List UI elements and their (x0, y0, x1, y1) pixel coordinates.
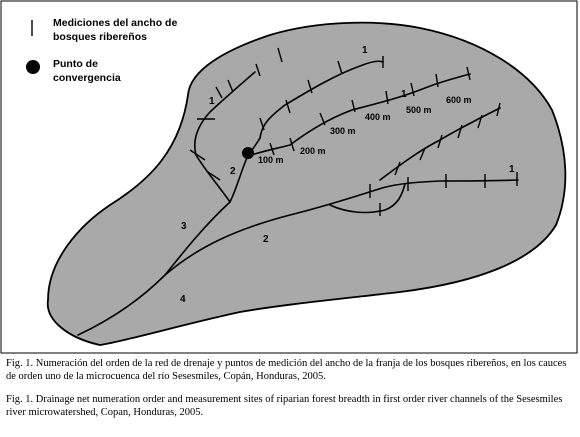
legend-tick-label-line1: Mediciones del ancho de (53, 17, 177, 29)
stream-order-2 (164, 179, 519, 276)
distance-labels: 100 m 200 m 300 m 400 m 500 m 600 m (258, 95, 472, 165)
tick-mark (337, 60, 343, 75)
tick-mark (394, 161, 401, 176)
tick-mark (457, 124, 463, 139)
tick-mark (385, 90, 389, 105)
legend-dot-label-line2: convergencia (53, 72, 121, 84)
tick-mark (351, 99, 356, 113)
legend-dot-symbol (26, 60, 40, 74)
legend-dot-label-line1: Punto de (53, 58, 98, 70)
measurement-ticks (189, 47, 518, 216)
legend-tick-label-line2: bosques ribereños (53, 31, 147, 43)
tick-mark (496, 102, 501, 117)
stream-order-3 (229, 137, 261, 203)
tick-mark (215, 86, 223, 99)
distance-label: 300 m (330, 126, 356, 136)
tick-mark (410, 82, 415, 97)
tick-mark (255, 63, 261, 77)
stream-order-label: 1 (209, 96, 215, 107)
caption-english: Fig. 1. Drainage net numeration order an… (6, 394, 563, 418)
tick-mark (307, 79, 313, 94)
stream-order-label: 3 (181, 221, 187, 232)
stream-order-1-mid (247, 73, 471, 157)
tick-mark (277, 47, 283, 63)
stream-order-label: 2 (263, 234, 269, 245)
figure-caption: Fig. 1. Numeración del orden de la red d… (6, 357, 576, 429)
distance-label: 400 m (365, 112, 391, 122)
tick-mark (319, 112, 326, 126)
stream-order-label: 2 (230, 166, 236, 177)
tick-mark (227, 79, 234, 93)
stream-order-labels: 1 1 1 1 2 3 2 4 (180, 45, 515, 305)
drainage-network (77, 60, 519, 336)
tick-mark (207, 171, 221, 181)
tick-mark (189, 149, 206, 161)
distance-label: 100 m (258, 155, 284, 165)
tick-mark (435, 73, 439, 88)
tick-mark (437, 134, 443, 149)
stream-loop (329, 183, 406, 214)
tick-mark (289, 137, 295, 152)
tick-mark (259, 117, 265, 131)
caption-spanish: Fig. 1. Numeración del orden de la red d… (6, 358, 567, 382)
stream-order-label: 1 (362, 45, 368, 56)
distance-label: 600 m (446, 95, 472, 105)
distance-label: 500 m (406, 105, 432, 115)
tick-mark (269, 142, 275, 156)
stream-order-1-top (259, 60, 384, 139)
distance-label: 200 m (300, 146, 326, 156)
stream-order-label: 1 (509, 164, 515, 175)
tick-mark (477, 114, 483, 129)
tick-mark (285, 99, 291, 114)
convergence-point (242, 147, 254, 159)
tick-mark (466, 66, 471, 81)
legend: Mediciones del ancho de bosques ribereño… (26, 17, 177, 84)
tick-mark (419, 147, 426, 161)
stream-order-label: 1 (401, 89, 407, 100)
stream-order-label: 4 (180, 294, 186, 305)
